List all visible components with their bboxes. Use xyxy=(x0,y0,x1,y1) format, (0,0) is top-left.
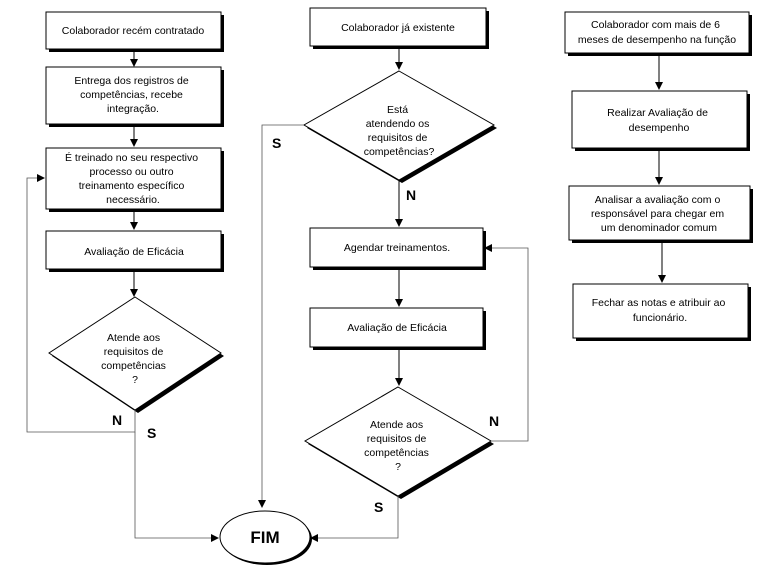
flow3-step2-text: Realizar Avaliação de desempenho xyxy=(607,107,711,134)
flow1-decision: Atende aos requisitos de competências ? xyxy=(48,296,224,413)
flow2-decision1: Está atendendo os requisitos de competên… xyxy=(302,70,497,183)
flow2-start-text: Colaborador já existente xyxy=(341,22,455,34)
flow1-yes-label: S xyxy=(147,425,156,441)
flow2-step3-text: Avaliação de Eficácia xyxy=(347,322,447,334)
flow1-step3-text: É treinado no seu respectivo processo ou… xyxy=(65,151,201,206)
flow3-step3-box: Analisar a avaliação com o responsável p… xyxy=(568,185,753,243)
flow2-no2-label: N xyxy=(489,413,499,429)
flow2-decision2-text: Atende aos requisitos de competências ? xyxy=(364,419,432,473)
flow2-start-box: Colaborador já existente xyxy=(309,7,489,49)
flow3-step3-text: Analisar a avaliação com o responsável p… xyxy=(591,194,727,234)
end-label: FIM xyxy=(250,528,279,547)
flow2-yes2-label: S xyxy=(374,499,383,515)
flow3-start-text: Colaborador com mais de 6 meses de desem… xyxy=(578,19,736,46)
flow2-step2-box: Agendar treinamentos. xyxy=(309,227,486,270)
flow2-yes2-connector xyxy=(310,496,399,542)
flow3-step2-box: Realizar Avaliação de desempenho xyxy=(571,90,750,151)
flow3-step4-box: Fechar as notas e atribuir ao funcionári… xyxy=(572,283,751,341)
flow1-step3-box: É treinado no seu respectivo processo ou… xyxy=(45,147,224,212)
flow2-decision2: Atende aos requisitos de competências ? xyxy=(304,386,494,499)
flow1-start-box: Colaborador recém contratado xyxy=(45,11,224,52)
flow3-step4-text: Fechar as notas e atribuir ao funcionári… xyxy=(592,297,729,324)
flow2-step3-box: Avaliação de Eficácia xyxy=(309,307,486,350)
flow1-step2-box: Entrega dos registros de competências, r… xyxy=(45,66,224,127)
end-terminal: FIM xyxy=(219,510,312,565)
flow2-step2-text: Agendar treinamentos. xyxy=(344,242,450,254)
flow2-decision1-text: Está atendendo os requisitos de competên… xyxy=(364,104,435,158)
flow2-no2-loop-connector xyxy=(484,244,529,442)
flow1-no-loop-connector xyxy=(26,174,136,433)
flow1-step4-box: Avaliação de Eficácia xyxy=(45,230,224,272)
flow1-step2-text: Entrega dos registros de competências, r… xyxy=(74,75,191,115)
flow1-step4-text: Avaliação de Eficácia xyxy=(84,246,184,258)
flow1-start-text: Colaborador recém contratado xyxy=(62,25,205,37)
flow2-yes1-label: S xyxy=(272,135,281,151)
flow1-yes-connector xyxy=(134,432,219,542)
flow1-no-label: N xyxy=(112,412,122,428)
flow1-decision-text: Atende aos requisitos de competências ? xyxy=(101,332,169,386)
flow2-no1-label: N xyxy=(406,187,416,203)
flow3-start-box: Colaborador com mais de 6 meses de desem… xyxy=(564,11,752,56)
flow2-yes1-connector xyxy=(258,124,304,508)
